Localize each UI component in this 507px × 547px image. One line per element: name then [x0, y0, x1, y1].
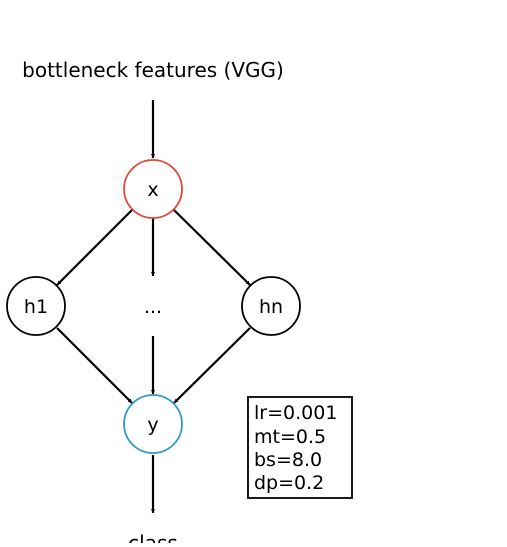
node-h1: h1 — [6, 276, 66, 336]
edge-x-hn — [173, 209, 251, 286]
hyperparam-dp: dp=0.2 — [254, 472, 324, 494]
input-label: bottleneck features (VGG) — [22, 58, 284, 82]
node-hn: hn — [241, 276, 301, 336]
node-x: x — [123, 159, 183, 219]
node-x-label: x — [147, 179, 158, 201]
node-y-label: y — [147, 414, 158, 436]
edge-hn-y — [173, 327, 251, 404]
node-ellipsis-label: ... — [144, 296, 162, 318]
hyperparam-mt: mt=0.5 — [254, 426, 326, 448]
node-h1-label: h1 — [24, 296, 48, 318]
node-hn-label: hn — [259, 296, 283, 318]
node-y: y — [123, 394, 183, 454]
hyperparam-bs: bs=8.0 — [254, 449, 322, 471]
output-label: class — [128, 531, 178, 543]
hyperparam-lr: lr=0.001 — [254, 402, 337, 424]
hyperparams-box: lr=0.001 mt=0.5 bs=8.0 dp=0.2 — [247, 396, 353, 499]
edge-x-h1 — [56, 209, 133, 286]
edge-h1-y — [56, 327, 133, 404]
